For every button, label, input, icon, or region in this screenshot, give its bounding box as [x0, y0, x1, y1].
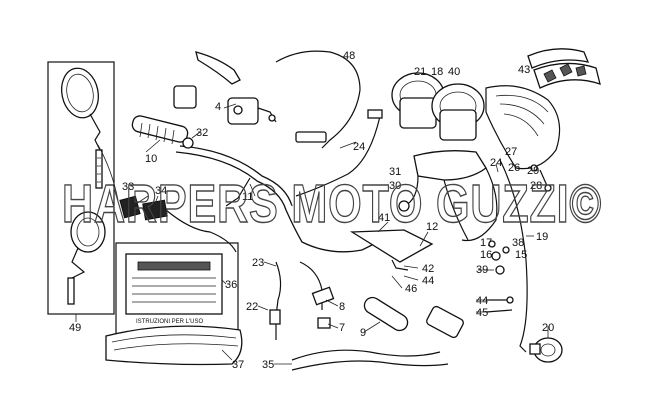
callout-7: 7 [339, 322, 345, 334]
callout-36: 36 [225, 279, 237, 291]
callout-16: 16 [480, 249, 492, 261]
callout-24-left: 24 [353, 141, 365, 153]
callout-30: 30 [389, 180, 401, 192]
headlamp-bracket [398, 150, 498, 242]
callout-41: 41 [378, 212, 390, 224]
callout-45: 45 [476, 307, 488, 319]
cable-adjuster [367, 109, 383, 119]
mount-plate [349, 229, 434, 271]
callout-39: 39 [476, 264, 488, 276]
watermark-text: HARPERS MOTO GUZZI© [62, 174, 602, 234]
callout-32: 32 [196, 127, 208, 139]
owner-manual-card: ISTRUZIONI PER L'USO [115, 242, 239, 340]
clutch-lever [173, 51, 277, 125]
callout-numbers: 48 21 18 40 43 4 32 10 24 27 26 29 28 31… [69, 50, 554, 371]
callout-44-upper: 44 [422, 275, 434, 287]
callout-21: 21 [414, 66, 426, 78]
callout-31: 31 [389, 166, 401, 178]
right-mirror-head [67, 211, 106, 305]
cable-19 [499, 159, 528, 353]
callout-4: 4 [215, 101, 221, 113]
callout-9: 9 [360, 327, 366, 339]
callout-33: 33 [122, 181, 134, 193]
callout-15: 15 [515, 249, 527, 261]
left-grip [131, 115, 194, 149]
leader-lines [75, 103, 549, 365]
handlebar [175, 145, 375, 253]
callout-20: 20 [542, 322, 554, 334]
callout-40: 40 [448, 66, 460, 78]
clamp-hardware [530, 164, 552, 192]
callout-46: 46 [405, 283, 417, 295]
callout-22: 22 [246, 301, 258, 313]
callout-34: 34 [155, 185, 167, 197]
mirror-cable [97, 144, 119, 201]
choke-lever [299, 261, 335, 329]
mirror-assembly-group [47, 61, 115, 315]
manual-card-title: ISTRUZIONI PER L'USO [136, 319, 203, 325]
cable-23 [275, 261, 282, 340]
instrument-cluster [391, 72, 561, 170]
callout-10: 10 [145, 153, 157, 165]
throttle-cable-end [295, 131, 327, 143]
callout-43: 43 [518, 64, 530, 76]
small-hardware [485, 240, 514, 313]
callout-18: 18 [431, 66, 443, 78]
callout-19: 19 [536, 231, 548, 243]
callout-44-lower: 44 [476, 295, 488, 307]
callout-17: 17 [480, 237, 492, 249]
callout-12: 12 [426, 221, 438, 233]
callout-23: 23 [252, 257, 264, 269]
callout-35: 35 [262, 359, 274, 371]
callout-48: 48 [343, 50, 355, 62]
callout-38: 38 [512, 237, 524, 249]
callout-49: 49 [69, 322, 81, 334]
ignition-switch [529, 337, 563, 363]
callout-24-right: 24 [490, 157, 502, 169]
cable-24 [295, 115, 381, 197]
callout-11: 11 [242, 191, 253, 203]
switch-assembly [119, 195, 237, 253]
callout-42: 42 [422, 263, 434, 275]
left-mirror-head [60, 67, 103, 189]
callout-37: 37 [232, 359, 244, 371]
callout-28: 28 [530, 180, 542, 192]
right-grip [363, 296, 464, 339]
callout-26: 26 [508, 162, 520, 174]
dash-cushion [527, 48, 601, 89]
cable-48 [275, 50, 361, 149]
tool-pouch [105, 325, 243, 366]
callout-8: 8 [339, 301, 345, 313]
cable-35 [291, 349, 441, 361]
callout-29: 29 [527, 165, 539, 177]
callout-27: 27 [505, 146, 517, 158]
